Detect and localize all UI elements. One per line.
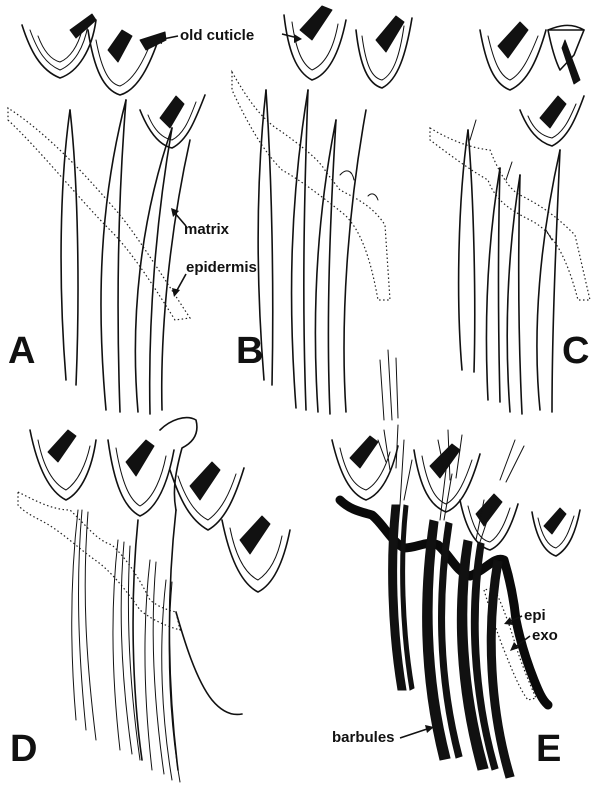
annotations: old cuticle matrix epidermis epi exo bar…: [154, 27, 558, 746]
panel-b: B: [232, 6, 412, 414]
panel-c-letter: C: [562, 330, 589, 372]
matrix-label: matrix: [184, 221, 230, 238]
panel-a-letter: A: [8, 330, 35, 372]
panel-c: C: [430, 22, 590, 414]
old-cuticle-drawing-c: [480, 22, 584, 146]
old-cuticle-label: old cuticle: [180, 27, 254, 44]
old-cuticle-drawing-d: [30, 418, 290, 592]
panel-d-letter: D: [10, 728, 37, 770]
epidermis-label: epidermis: [186, 259, 257, 276]
setae-e: [389, 440, 514, 778]
barbules-label: barbules: [332, 729, 395, 746]
panel-e: E: [332, 350, 580, 778]
panel-d: D: [10, 418, 290, 782]
panel-e-letter: E: [536, 728, 561, 770]
epi-label: epi: [524, 607, 546, 624]
panel-b-letter: B: [236, 330, 263, 372]
old-cuticle-drawing: [22, 14, 205, 148]
exo-label: exo: [532, 627, 558, 644]
old-cuticle-drawing-b: [284, 6, 412, 88]
old-cuticle-drawing-e: [332, 350, 580, 556]
